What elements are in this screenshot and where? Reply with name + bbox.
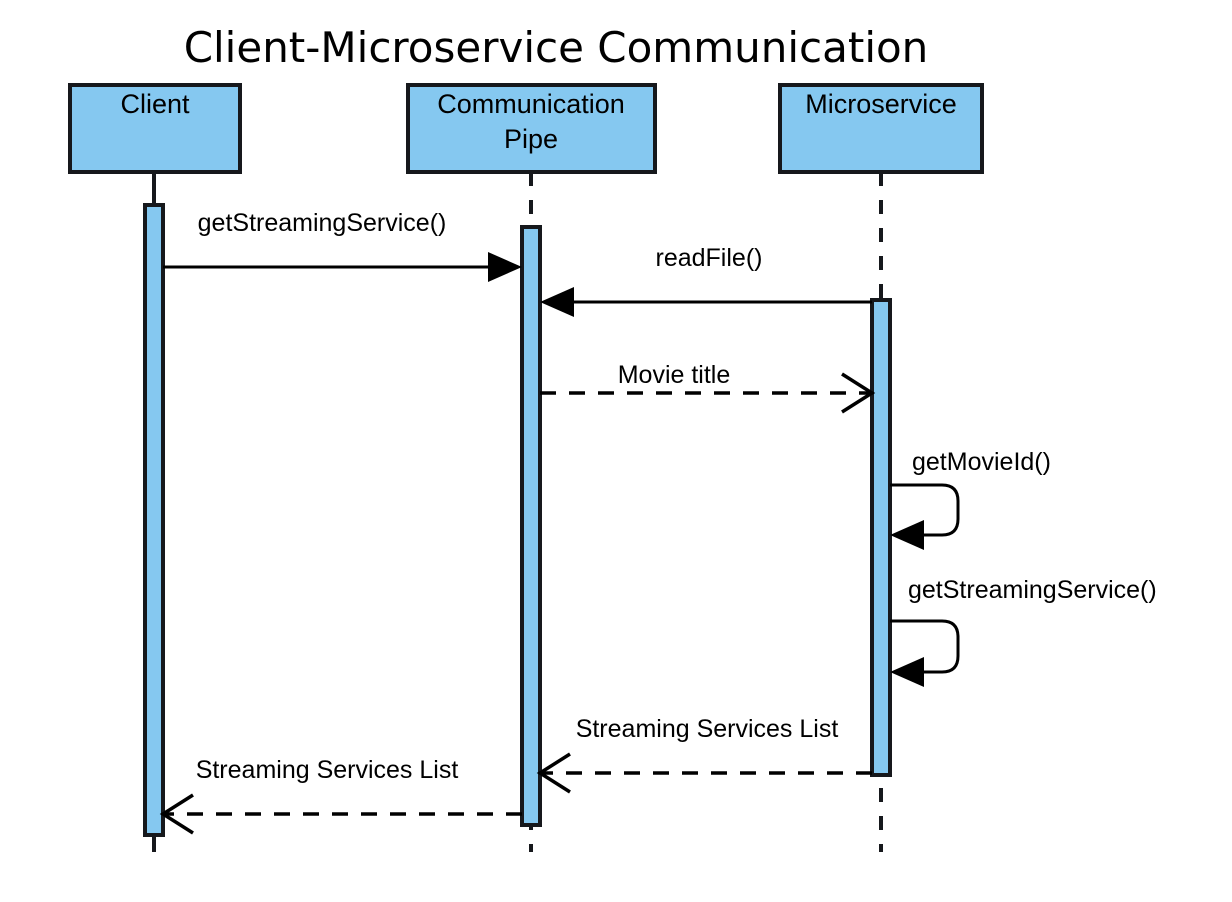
arrowhead-filled-1 [488,252,522,282]
self-call-loop-5 [890,619,960,674]
message-label-5: getStreamingService() [908,576,1157,604]
self-call-loop-4 [890,483,960,537]
participant-box-client[interactable] [68,83,242,174]
arrowhead-open-7 [159,793,194,835]
messages-group: getStreamingService() readFile() Movie tit… [159,209,1157,835]
message-label-3: Movie title [618,361,731,389]
lifelines-group [152,172,883,852]
participant-pipe[interactable]: Communication Pipe [406,83,657,174]
participant-label-pipe-line1: Communication [437,89,625,119]
message-label-6: Streaming Services List [576,715,839,743]
message-4: getMovieId() [890,448,1051,550]
arrowhead-filled-2 [540,287,574,317]
arrowhead-open-6 [536,752,571,794]
message-label-7: Streaming Services List [196,756,459,784]
message-3: Movie title [540,361,876,414]
activation-bars-group [143,203,892,837]
message-5: getStreamingService() [890,576,1157,687]
message-1: getStreamingService() [163,209,522,282]
arrowhead-open-3 [841,372,876,414]
participant-label-pipe-line2: Pipe [504,124,558,154]
arrowhead-filled-5 [890,657,924,687]
participant-microservice[interactable]: Microservice [778,83,984,174]
activation-bar-pipe [520,225,542,827]
message-label-2: readFile() [656,244,763,272]
participant-label-microservice: Microservice [805,89,957,119]
participant-box-microservice[interactable] [778,83,984,174]
activation-bar-client [143,203,165,837]
message-label-4: getMovieId() [912,448,1051,476]
message-label-1: getStreamingService() [198,209,447,237]
activation-bar-microservice [870,298,892,777]
participant-label-client: Client [120,89,190,119]
participant-box-pipe[interactable] [406,83,657,174]
arrowhead-filled-4 [890,520,924,550]
page-title: Client-Microservice Communication [184,23,929,72]
message-2: readFile() [540,244,872,317]
message-6: Streaming Services List [536,715,872,794]
message-7: Streaming Services List [159,756,522,835]
participant-client[interactable]: Client [68,83,242,174]
